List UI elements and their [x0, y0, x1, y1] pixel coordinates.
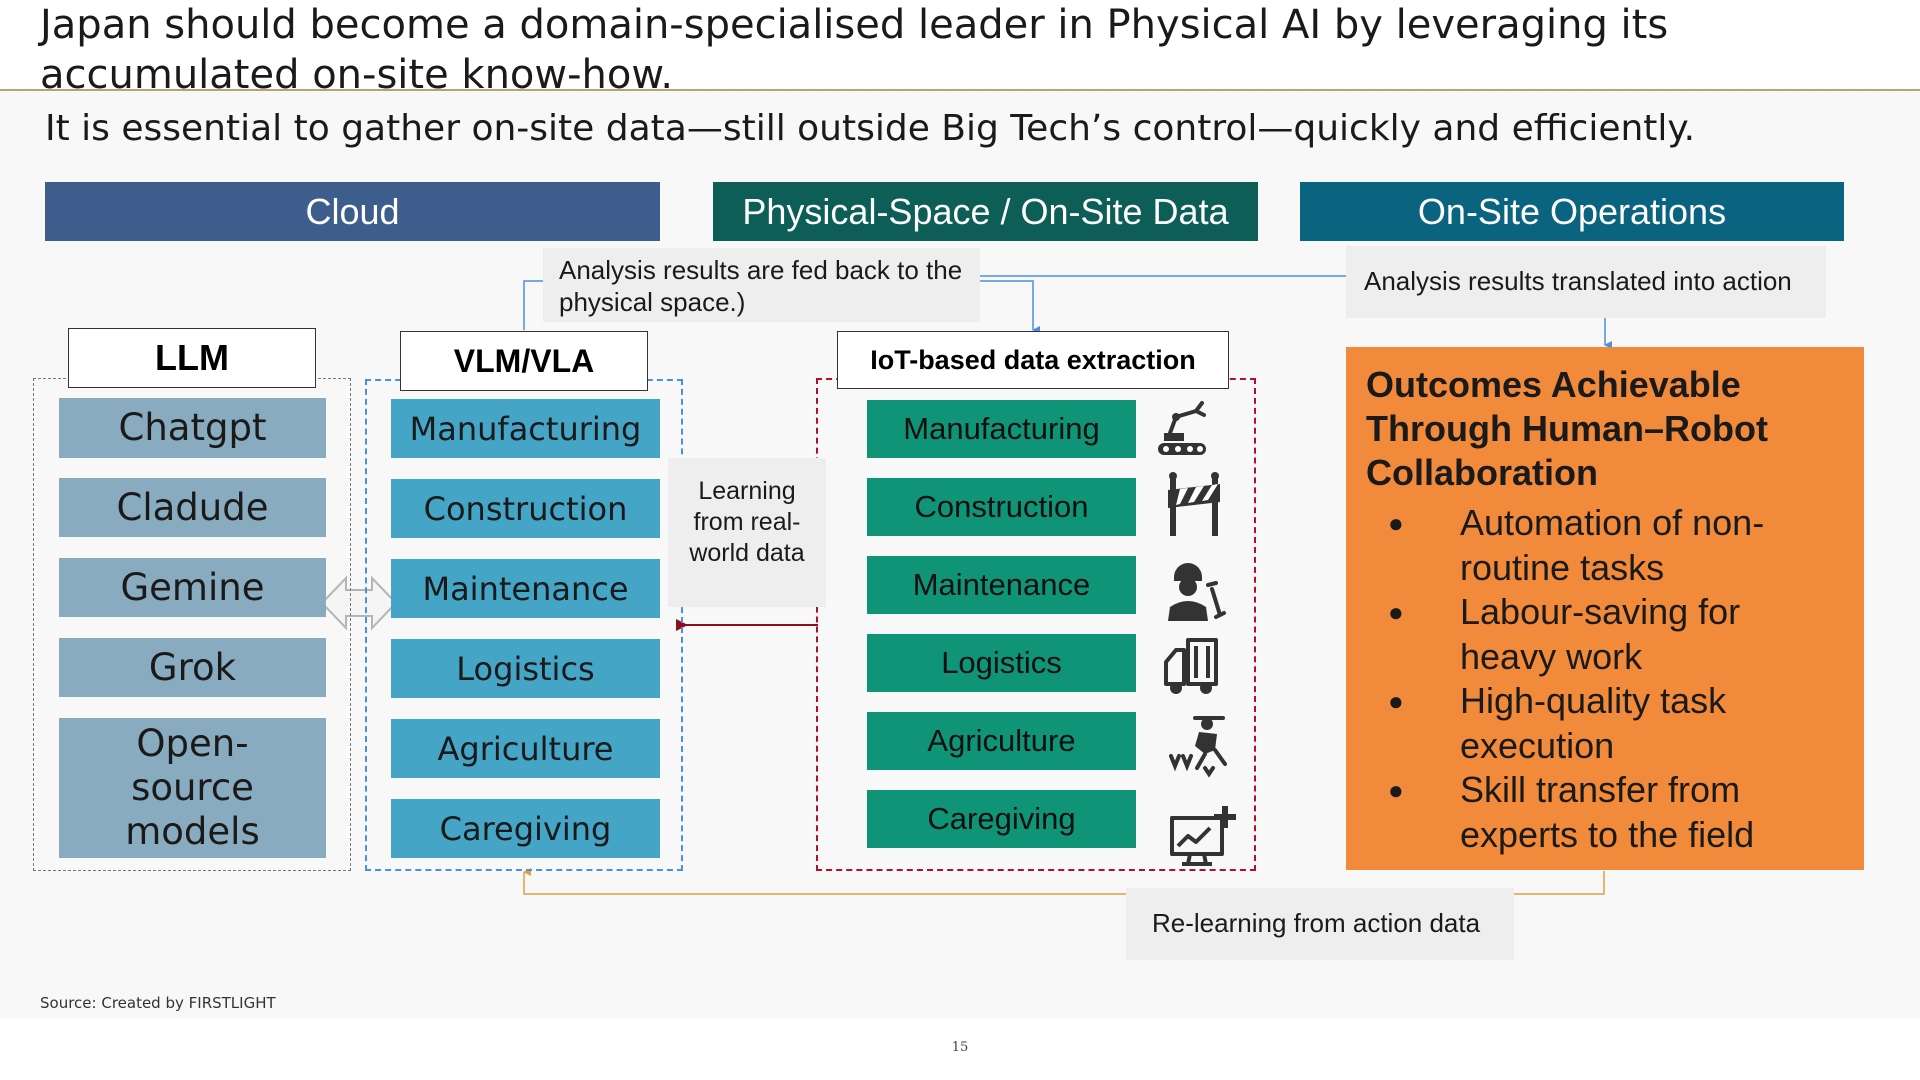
outcomes-title: Outcomes Achievable Through Human–Robot … — [1366, 364, 1768, 493]
llm-item-grok: Grok — [59, 638, 326, 697]
llm-label: LLM — [68, 328, 316, 388]
iot-item-manufacturing: Manufacturing — [867, 400, 1136, 458]
iot-label: IoT-based data extraction — [837, 331, 1229, 389]
worker-wrench-icon — [1168, 563, 1226, 621]
iot-item-maintenance: Maintenance — [867, 556, 1136, 614]
outcome-item: High-quality task execution — [1366, 679, 1844, 768]
cloud-header: Cloud — [45, 182, 660, 241]
llm-item-chatgpt: Chatgpt — [59, 398, 326, 458]
vlm-label: VLM/VLA — [400, 331, 648, 391]
source-note: Source: Created by FIRSTLIGHT — [40, 994, 276, 1012]
vlm-item-construction: Construction — [391, 479, 660, 538]
iot-item-logistics: Logistics — [867, 634, 1136, 692]
vlm-item-agriculture: Agriculture — [391, 719, 660, 778]
slide-subtitle: It is essential to gather on-site data—s… — [45, 108, 1696, 149]
llm-item-cladude: Cladude — [59, 478, 326, 537]
farmer-icon — [1169, 716, 1227, 778]
vlm-item-caregiving: Caregiving — [391, 799, 660, 858]
iot-item-caregiving: Caregiving — [867, 790, 1136, 848]
learning-note: Learning from real-world data — [668, 458, 826, 607]
robot-arm-icon — [1158, 401, 1206, 455]
outcome-item: Skill transfer from experts to the field — [1366, 768, 1844, 857]
outcomes-list: Automation of non-routine tasks Labour-s… — [1366, 501, 1844, 857]
vlm-item-maintenance: Maintenance — [391, 559, 660, 618]
title-divider — [0, 89, 1920, 91]
monitor-chart-icon — [1170, 806, 1236, 866]
truck-icon — [1164, 638, 1218, 694]
page-number: 15 — [951, 1040, 969, 1055]
vlm-item-logistics: Logistics — [391, 639, 660, 698]
barrier-icon — [1168, 472, 1220, 536]
relearning-note: Re-learning from action data — [1126, 888, 1514, 960]
vlm-item-manufacturing: Manufacturing — [391, 399, 660, 458]
slide-title: Japan should become a domain-specialised… — [40, 2, 1669, 98]
outcomes-box: Outcomes Achievable Through Human–Robot … — [1346, 347, 1864, 870]
action-note: Analysis results translated into action — [1346, 246, 1826, 318]
llm-item-open-source: Open-source models — [59, 718, 326, 858]
llm-item-gemine: Gemine — [59, 558, 326, 617]
physical-space-header: Physical-Space / On-Site Data — [713, 182, 1258, 241]
iot-item-construction: Construction — [867, 478, 1136, 536]
outcome-item: Labour-saving for heavy work — [1366, 590, 1844, 679]
outcome-item: Automation of non-routine tasks — [1366, 501, 1844, 590]
iot-item-agriculture: Agriculture — [867, 712, 1136, 770]
on-site-operations-header: On-Site Operations — [1300, 182, 1844, 241]
relearning-line — [523, 868, 1605, 895]
feedback-note: Analysis results are fed back to the phy… — [543, 248, 980, 322]
